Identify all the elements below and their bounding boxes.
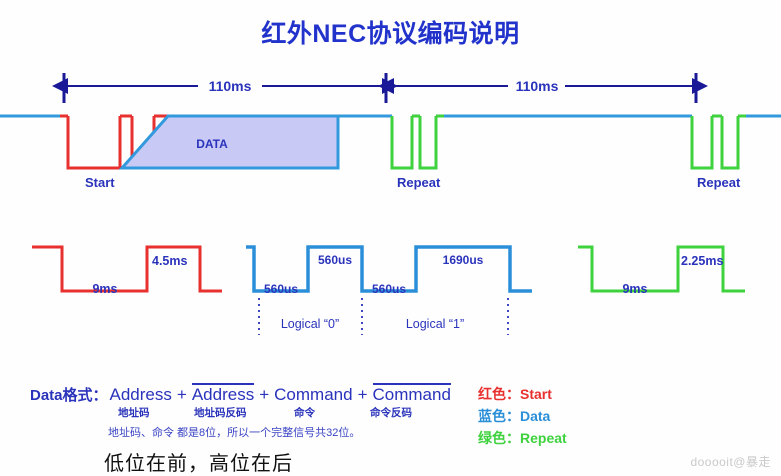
legend: 红色：Start 蓝色：Data 绿色：Repeat xyxy=(478,383,567,449)
span-right-label: 110ms xyxy=(516,78,559,94)
plus-sign-3: + xyxy=(357,385,368,404)
legend-item-start: 红色：Start xyxy=(478,383,567,405)
legend-start-cn: 红色 xyxy=(478,386,506,402)
logic-zero-low-label: 560us xyxy=(264,282,298,296)
data-format-subtitles: 地址码 地址码反码 命令 命令反码 xyxy=(30,405,451,421)
repeat-label-1: Repeat xyxy=(397,175,441,190)
detail-start-waveform xyxy=(32,245,222,293)
term-command-cn: 命令 xyxy=(294,407,315,419)
data-format-prefix: Data格式： xyxy=(30,387,108,404)
logical-zero-caption: Logical “0” xyxy=(281,317,339,331)
logic-one-low-label: 560us xyxy=(372,282,406,296)
term-command-inverse-cn: 命令反码 xyxy=(370,407,412,419)
legend-data-en: Data xyxy=(520,408,551,424)
logical-one-caption: Logical “1” xyxy=(406,317,464,331)
legend-start-en: Start xyxy=(520,386,552,402)
start-label: Start xyxy=(85,175,115,190)
detail-repeat-low-label: 9ms xyxy=(622,282,647,296)
page-title: 红外NEC协议编码说明 xyxy=(261,20,520,48)
timeline-span-right xyxy=(378,73,708,103)
legend-item-repeat: 绿色：Repeat xyxy=(478,427,567,449)
bit-order-note: 低位在前，高位在后 xyxy=(104,453,293,475)
repeat-pulse-1 xyxy=(390,114,444,170)
plus-sign-1: + xyxy=(176,385,187,404)
legend-data-cn: 蓝色 xyxy=(478,408,506,424)
detail-start-low-label: 9ms xyxy=(92,282,117,296)
legend-repeat-cn: 绿色 xyxy=(478,430,506,446)
term-command: Command xyxy=(274,385,353,404)
logic-zero-high-label: 560us xyxy=(318,253,352,267)
data-label: DATA xyxy=(196,137,228,151)
term-address-cn: 地址码 xyxy=(118,407,150,419)
detail-repeat-high-label: 2.25ms xyxy=(681,254,723,268)
legend-item-data: 蓝色：Data xyxy=(478,405,567,427)
data-block xyxy=(118,114,340,170)
repeat-label-2: Repeat xyxy=(697,175,741,190)
term-command-inverse: Command xyxy=(372,383,452,404)
term-address-inverse-cn: 地址码反码 xyxy=(194,407,247,419)
legend-data-sep: ： xyxy=(506,408,520,424)
data-format-block: Data格式： Address + Address + Command + Co… xyxy=(30,383,452,440)
plus-sign-2: + xyxy=(259,385,270,404)
legend-repeat-sep: ： xyxy=(506,430,520,446)
logic-one-high-label: 1690us xyxy=(443,253,484,267)
term-address: Address xyxy=(109,385,172,404)
legend-repeat-en: Repeat xyxy=(520,430,567,446)
logic-section-dividers xyxy=(258,298,509,335)
data-format-note: 地址码、命令 都是8位，所以一个完整信号共32位。 xyxy=(108,427,361,439)
legend-start-sep: ： xyxy=(506,386,520,402)
data-format-formula: Data格式： Address + Address + Command + Co… xyxy=(30,383,452,405)
detail-logic-waveform xyxy=(246,245,532,293)
span-left-label: 110ms xyxy=(209,78,252,94)
repeat-pulse-2 xyxy=(690,114,746,170)
watermark: dooooit@暴走 xyxy=(690,455,771,469)
detail-start-high-label: 4.5ms xyxy=(152,254,187,268)
term-address-inverse: Address xyxy=(191,383,255,404)
detail-repeat-waveform xyxy=(578,245,745,293)
